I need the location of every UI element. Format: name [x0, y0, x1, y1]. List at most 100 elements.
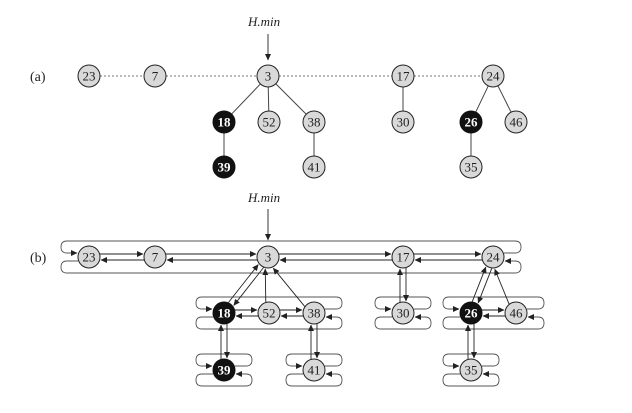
- panel-a-edges: [100, 75, 512, 156]
- node-circle: [459, 301, 483, 325]
- node-key-label: 18: [218, 306, 232, 321]
- node-17-a: 17: [391, 64, 415, 88]
- node-circle: [391, 301, 415, 325]
- node-24-a: 24: [481, 64, 505, 88]
- tree-edge-3-18: [231, 83, 261, 115]
- parent-pointer-52: [262, 268, 269, 303]
- node-18-a: 18: [212, 110, 236, 134]
- node-key-label: 17: [397, 250, 411, 265]
- node-key-label: 38: [308, 115, 321, 130]
- child-pointer-3: [233, 267, 264, 306]
- node-circle: [459, 358, 483, 382]
- wraparound-left-pointer: [442, 314, 545, 330]
- parent-pointer-18: [228, 264, 259, 303]
- node-circle: [256, 64, 280, 88]
- node-key-label: 30: [397, 115, 410, 130]
- node-23-b: 23: [77, 245, 101, 269]
- node-circle: [391, 110, 415, 134]
- node-18-b: 18: [212, 301, 236, 325]
- node-7-a: 7: [143, 64, 167, 88]
- node-key-label: 3: [265, 69, 272, 84]
- panel-a-label: (a): [30, 70, 46, 85]
- node-key-label: 52: [263, 306, 276, 321]
- node-circle: [212, 110, 236, 134]
- node-key-label: 39: [218, 363, 232, 378]
- node-circle: [212, 301, 236, 325]
- wraparound-left-pointer: [374, 314, 432, 330]
- node-circle: [302, 155, 326, 179]
- node-35-b: 35: [459, 358, 483, 382]
- panel-b-hmin-label: H.min: [247, 190, 280, 205]
- node-46-a: 46: [504, 110, 528, 134]
- node-circle: [391, 64, 415, 88]
- node-41-b: 41: [302, 358, 326, 382]
- node-24-b: 24: [481, 245, 505, 269]
- parent-pointer-26: [471, 266, 487, 302]
- wraparound-right-pointer: [195, 296, 343, 312]
- wraparound-right-pointer: [60, 240, 522, 256]
- node-key-label: 23: [83, 69, 96, 84]
- node-circle: [212, 155, 236, 179]
- node-26-a: 26: [459, 110, 483, 134]
- node-41-a: 41: [302, 155, 326, 179]
- node-26-b: 26: [459, 301, 483, 325]
- node-circle: [256, 245, 280, 269]
- node-23-a: 23: [77, 64, 101, 88]
- node-circle: [391, 245, 415, 269]
- node-circle: [77, 245, 101, 269]
- node-46-b: 46: [504, 301, 528, 325]
- tree-edge-24-26: [475, 85, 489, 113]
- panel-a: (a) H.min 23 7 3 17 24 18 52 38 39 41 30 26 46 35: [30, 14, 528, 179]
- node-circle: [302, 358, 326, 382]
- node-circle: [302, 301, 326, 325]
- node-key-label: 38: [308, 306, 321, 321]
- parent-pointer-46: [494, 268, 510, 305]
- node-key-label: 26: [465, 115, 479, 130]
- wraparound-right-pointer: [442, 296, 545, 312]
- node-38-a: 38: [302, 110, 326, 134]
- parent-pointer-38: [272, 267, 306, 307]
- wraparound-left-pointer: [195, 314, 343, 330]
- node-39-a: 39: [212, 155, 236, 179]
- node-circle: [481, 245, 505, 269]
- node-key-label: 35: [465, 363, 478, 378]
- panel-a-hmin-label: H.min: [247, 14, 280, 29]
- node-circle: [143, 245, 167, 269]
- wraparound-left-pointer: [442, 371, 500, 387]
- node-circle: [504, 110, 528, 134]
- node-key-label: 17: [397, 69, 411, 84]
- node-key-label: 23: [83, 250, 96, 265]
- node-7-b: 7: [143, 245, 167, 269]
- node-52-b: 52: [257, 301, 281, 325]
- node-key-label: 7: [152, 69, 159, 84]
- node-key-label: 46: [510, 115, 524, 130]
- node-circle: [459, 155, 483, 179]
- node-35-a: 35: [459, 155, 483, 179]
- panel-b-wraparounds: [60, 240, 545, 387]
- node-key-label: 24: [487, 250, 501, 265]
- node-30-b: 30: [391, 301, 415, 325]
- wraparound-left-pointer: [60, 258, 522, 274]
- tree-edge-3-52: [267, 86, 270, 112]
- node-key-label: 41: [308, 363, 321, 378]
- node-circle: [212, 358, 236, 382]
- wraparound-left-pointer: [285, 371, 343, 387]
- node-key-label: 26: [465, 306, 479, 321]
- node-3-a: 3: [256, 64, 280, 88]
- node-key-label: 46: [510, 306, 524, 321]
- child-pointer-24: [477, 268, 493, 304]
- node-30-a: 30: [391, 110, 415, 134]
- node-key-label: 30: [397, 306, 410, 321]
- panel-b-pointers: [100, 251, 510, 359]
- wraparound-left-pointer: [195, 371, 253, 387]
- node-circle: [459, 110, 483, 134]
- node-circle: [481, 64, 505, 88]
- node-circle: [143, 64, 167, 88]
- node-circle: [302, 110, 326, 134]
- node-key-label: 7: [152, 250, 159, 265]
- node-39-b: 39: [212, 358, 236, 382]
- node-52-a: 52: [257, 110, 281, 134]
